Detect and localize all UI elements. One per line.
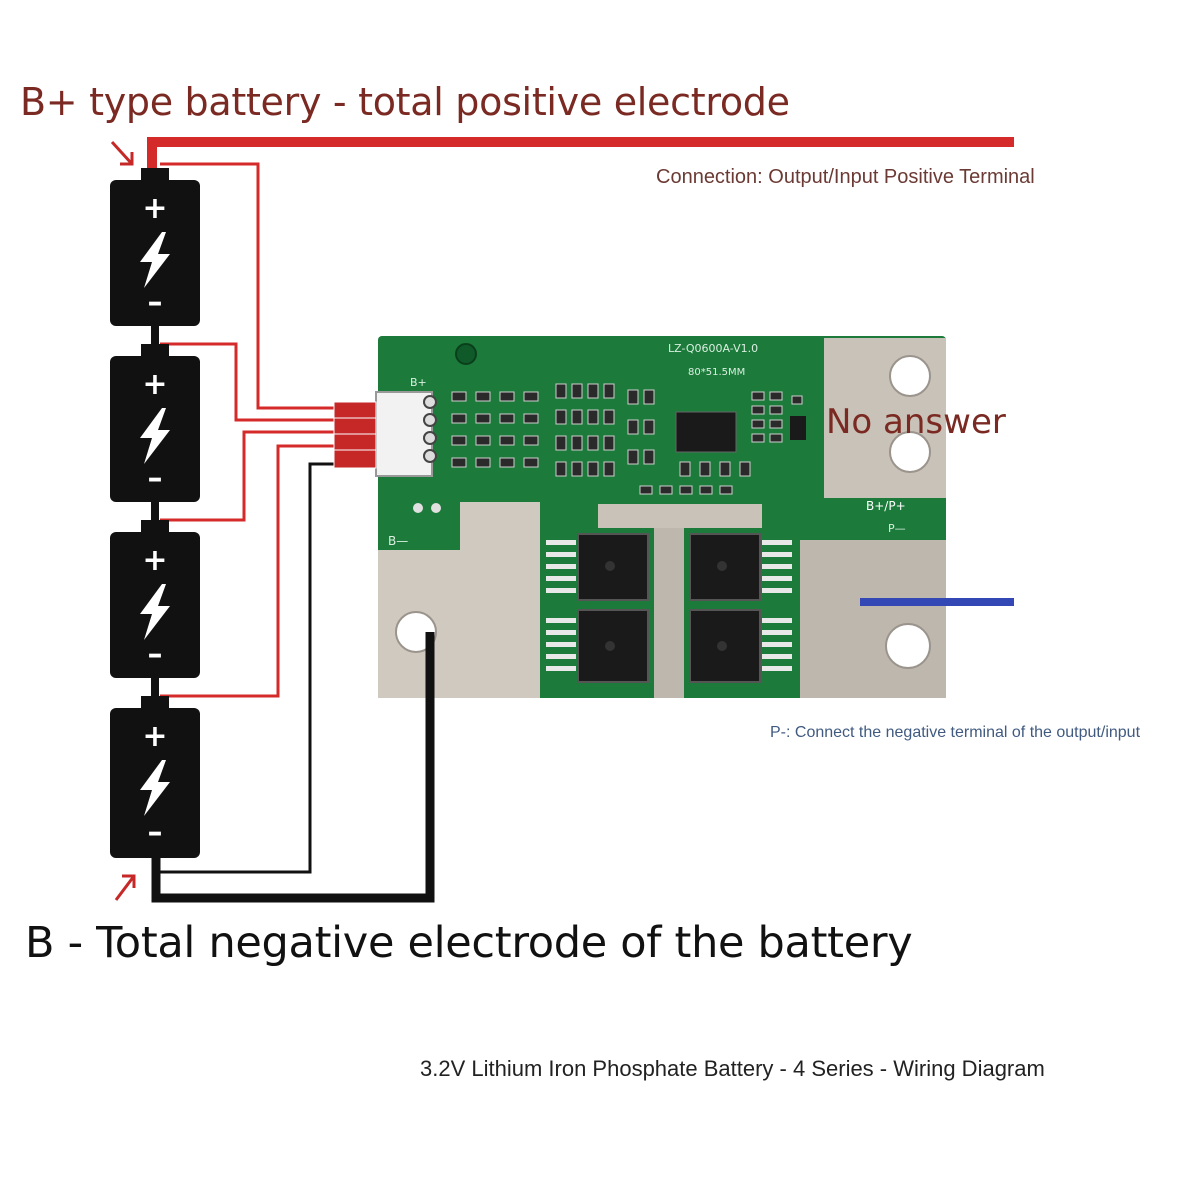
lightning-icon — [140, 408, 170, 464]
connector-pin — [423, 413, 437, 427]
balance-wire-4 — [160, 444, 336, 698]
mosfet-dot — [605, 641, 615, 651]
battery-minus-symbol: – — [148, 461, 163, 496]
diagram-caption: 3.2V Lithium Iron Phosphate Battery - 4 … — [420, 1056, 1045, 1081]
bplus-terminal-hole — [889, 431, 931, 473]
bplus-title: B+ type battery - total positive electro… — [20, 80, 790, 124]
center-copper-bar — [654, 528, 684, 698]
arrow-icon — [110, 140, 134, 166]
connector-pin — [423, 431, 437, 445]
pcb-p-text: P— — [888, 522, 906, 535]
battery-cell-2: + – — [110, 344, 200, 502]
battery-minus-symbol: – — [148, 815, 163, 850]
pointer-arrows — [110, 140, 136, 901]
arrowhead-icon — [122, 874, 136, 888]
battery-plus-symbol: + — [142, 719, 167, 754]
bms-board: LZ-Q0600A-V1.0 80*51.5MM B+ B— B+/P+ P— — [375, 336, 946, 698]
no-answer-overlay: No answer — [826, 402, 1006, 442]
arrow-icon — [114, 875, 136, 901]
balance-wire-negative — [160, 462, 336, 874]
mosfet-pins — [546, 540, 792, 671]
pcb-size-text: 80*51.5MM — [688, 367, 745, 378]
lightning-icon — [140, 232, 170, 288]
balance-wire-3 — [160, 430, 336, 522]
lightning-icon — [140, 760, 170, 816]
pcb-model-text: LZ-Q0600A-V1.0 — [668, 342, 758, 355]
battery-cell-3: + – — [110, 520, 200, 678]
test-pad — [431, 503, 441, 513]
mosfet-dot — [717, 641, 727, 651]
test-pad — [413, 503, 423, 513]
balance-wire-2 — [160, 342, 336, 422]
pminus-terminal-hole — [885, 623, 931, 669]
balance-wire-1 — [160, 162, 336, 410]
control-ic — [675, 411, 737, 453]
small-ic — [790, 416, 806, 440]
negative-connection-note: P-: Connect the negative terminal of the… — [770, 724, 1141, 741]
arrowhead-icon — [120, 152, 134, 166]
mosfet-dot — [717, 561, 727, 571]
bplus-terminal-hole — [889, 355, 931, 397]
battery-plus-symbol: + — [142, 543, 167, 578]
battery-cell-4: + – — [110, 696, 200, 858]
pcb-bplus-text: B+ — [410, 376, 427, 389]
bminus-main-wire — [151, 632, 435, 903]
balance-plug — [333, 401, 377, 469]
connector-pin — [423, 395, 437, 409]
mounting-hole — [455, 343, 477, 365]
battery-plus-symbol: + — [142, 191, 167, 226]
smd-components — [451, 383, 803, 495]
lightning-icon — [140, 584, 170, 640]
battery-plus-symbol: + — [142, 367, 167, 402]
pminus-copper-pad — [800, 540, 946, 698]
pcb-bp-text: B+/P+ — [866, 499, 906, 513]
center-copper-strip — [598, 504, 762, 528]
mosfet-array — [577, 533, 761, 683]
mosfet-dot — [605, 561, 615, 571]
bplus-output-wire — [147, 137, 1014, 168]
pcb-bminus-text: B— — [388, 534, 408, 548]
battery-cell-1: + – — [110, 168, 200, 326]
battery-minus-symbol: – — [148, 637, 163, 672]
battery-minus-symbol: – — [148, 285, 163, 320]
connector-pin — [423, 449, 437, 463]
bminus-title: B - Total negative electrode of the batt… — [25, 918, 913, 968]
battery-stack: + – + – + – + – — [110, 168, 200, 858]
positive-connection-note: Connection: Output/Input Positive Termin… — [656, 166, 1035, 188]
balance-connector — [375, 391, 433, 477]
